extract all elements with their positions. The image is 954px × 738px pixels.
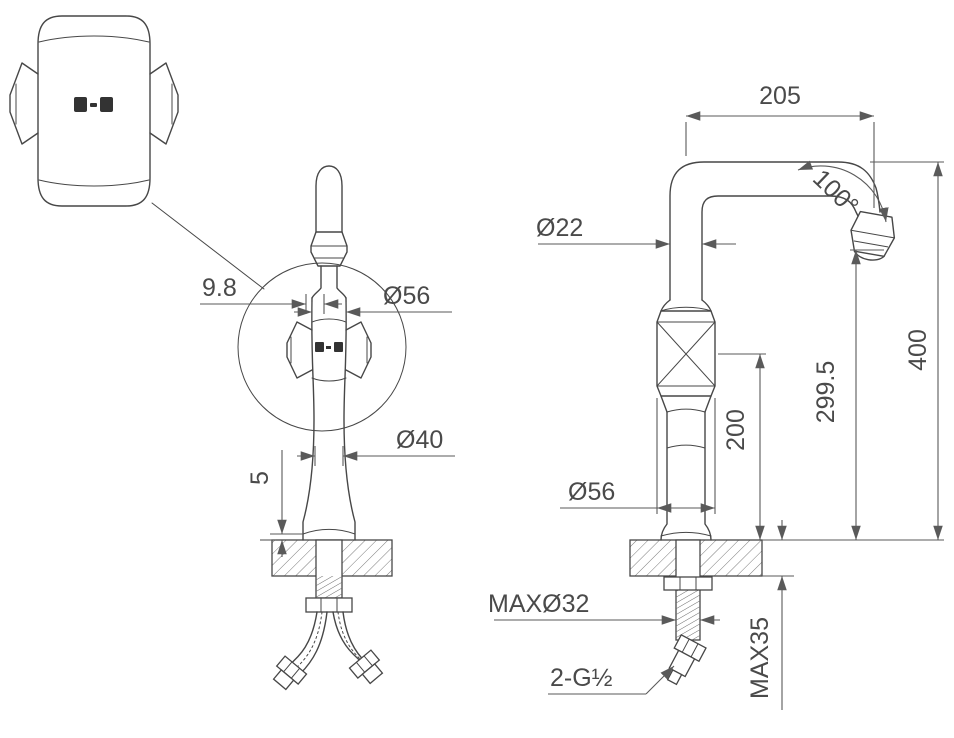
dim-overall-height: 400: [904, 329, 932, 371]
supply-connector: [666, 633, 707, 686]
dim-spout-pipe-diameter: Ø22: [536, 214, 583, 242]
dim-base-height: 5: [246, 471, 274, 485]
dim-handle-offset: 9.8: [202, 274, 237, 302]
aerator-nozzle: [850, 210, 896, 261]
dim-outlet-height: 299.5: [812, 361, 840, 424]
side-view: [629, 161, 896, 686]
dimensions: 9.8 Ø56 Ø40 5 205 100° Ø22 400: [200, 82, 944, 710]
detail-circle: [237, 262, 407, 432]
handle-wing-right: [149, 62, 179, 145]
front-handle-wing-left: [286, 321, 313, 379]
front-brand-logo: [315, 342, 343, 352]
front-view: [237, 165, 407, 691]
hose-fitting-right: [348, 649, 384, 685]
dim-front-handle-diameter: Ø56: [383, 282, 430, 310]
dim-body-diameter: Ø40: [396, 426, 443, 454]
dim-handle-height: 200: [722, 409, 750, 451]
supply-hoses: [272, 611, 384, 691]
side-deck-cross-section: [629, 539, 763, 641]
dim-side-body-diameter: Ø56: [568, 478, 615, 506]
dim-max-deck-thickness: MAX35: [746, 617, 774, 699]
dim-spout-reach: 205: [759, 82, 801, 110]
brand-logo: [74, 97, 113, 112]
mounting-nut: [305, 597, 353, 613]
front-deck-cross-section: [271, 539, 393, 613]
dim-max-hole-diameter: MAXØ32: [488, 590, 589, 618]
handle-wing-left: [9, 62, 39, 145]
side-handle-section: [656, 310, 716, 397]
side-mounting-nut: [663, 576, 713, 591]
hose-fitting-left: [272, 655, 308, 691]
dim-supply-connection: 2-G½: [550, 664, 613, 692]
detail-bubble-handle: [9, 15, 265, 290]
detail-leader-line: [151, 202, 265, 290]
front-handle-wing-right: [345, 321, 372, 379]
